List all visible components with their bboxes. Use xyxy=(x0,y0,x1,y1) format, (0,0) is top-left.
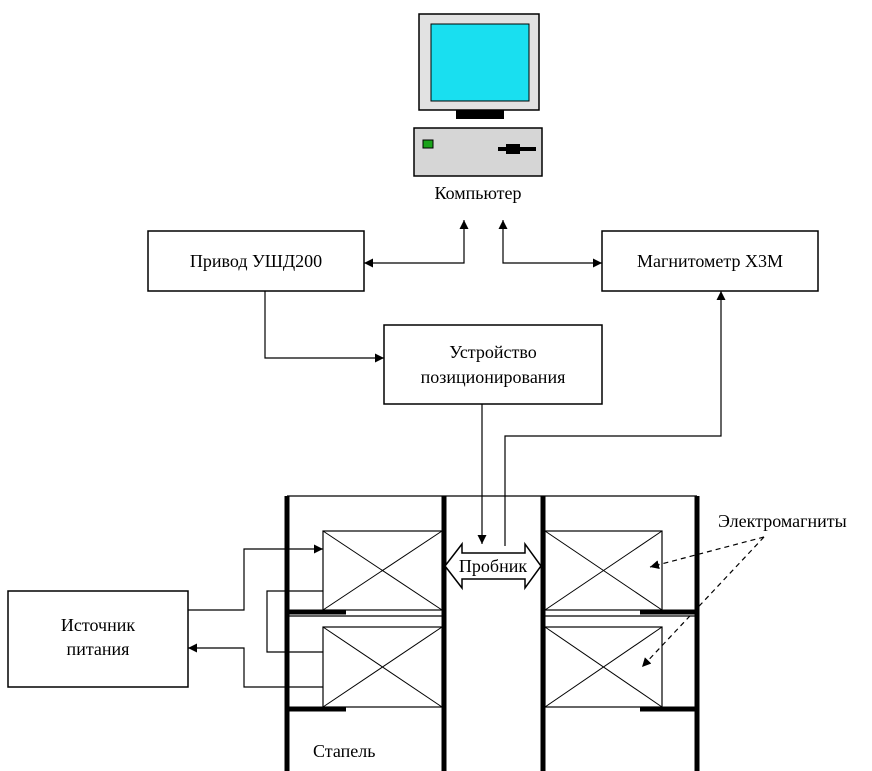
power-supply-box xyxy=(7,590,189,688)
power-led xyxy=(422,139,434,149)
electromagnets-label: Электромагниты xyxy=(718,511,847,531)
probe-magnetometer-link xyxy=(504,291,726,546)
magnetometer-label: Магнитометр Х3М xyxy=(637,251,783,271)
coil-right-top xyxy=(544,530,663,611)
magnetometer-box xyxy=(601,230,819,292)
power-to-top-coil xyxy=(188,544,323,611)
computer-label: Компьютер xyxy=(434,183,522,203)
drive-computer-link xyxy=(364,220,469,268)
coil-left-bottom xyxy=(322,626,443,708)
monitor-screen xyxy=(430,23,530,102)
electromagnets-pointer-bottom xyxy=(641,536,765,668)
electromagnets-pointer-top xyxy=(649,536,765,570)
bottom-coil-to-power xyxy=(188,643,323,688)
positioning-box xyxy=(383,324,603,405)
disk-button xyxy=(506,144,520,154)
stand-label: Стапель xyxy=(313,741,376,761)
monitor-stand xyxy=(456,110,504,119)
coil-left-top xyxy=(322,530,443,611)
probe-label: Пробник xyxy=(456,555,530,577)
computer-icon xyxy=(413,13,543,177)
positioning-label-line2: позиционирования xyxy=(420,367,566,387)
drive-label: Привод УШД200 xyxy=(189,251,323,271)
drive-positioning-link xyxy=(264,291,384,363)
power-label-line1: Источник xyxy=(60,615,136,635)
stand xyxy=(284,495,700,771)
coil-jumper xyxy=(266,590,323,653)
power-label-line2: питания xyxy=(66,639,130,659)
coil-right-bottom xyxy=(544,626,663,708)
positioning-label-line1: Устройство xyxy=(449,342,537,362)
magnetometer-computer-link xyxy=(498,220,602,268)
computer-case xyxy=(413,127,543,177)
drive-box xyxy=(147,230,365,292)
